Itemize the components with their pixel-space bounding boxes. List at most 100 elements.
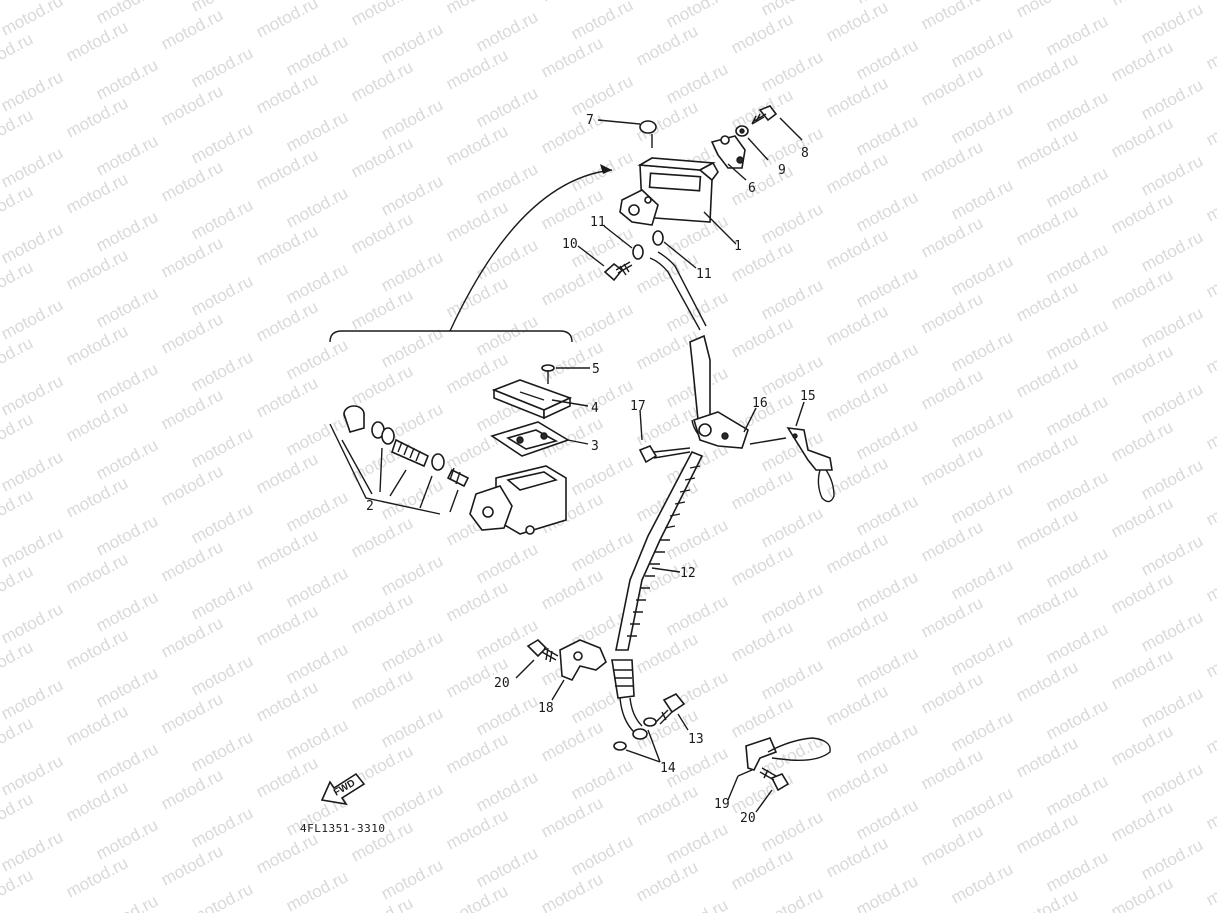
watermark-text: motod.ru (188, 651, 256, 699)
watermark-text: motod.ru (283, 183, 351, 231)
watermark-text: motod.ru (948, 783, 1016, 831)
watermark-text: motod.ru (1108, 341, 1176, 389)
watermark-text: motod.ru (538, 869, 606, 913)
watermark-text: motod.ru (283, 31, 351, 79)
screw-5 (541, 364, 555, 384)
watermark-text: motod.ru (1043, 391, 1111, 439)
watermark-text: motod.ru (948, 631, 1016, 679)
watermark-text: motod.ru (443, 805, 511, 853)
watermark-text: motod.ru (348, 209, 416, 257)
watermark-text: motod.ru (568, 527, 636, 575)
washer-14b (613, 741, 627, 751)
watermark-text: motod.ru (853, 35, 921, 83)
watermark-text: motod.ru (1138, 75, 1206, 123)
watermark-text: motod.ru (1043, 847, 1111, 895)
callout-4: 4 (591, 401, 599, 416)
watermark-text: motod.ru (283, 639, 351, 687)
callout-14: 14 (660, 761, 676, 776)
watermark-text: motod.ru (253, 753, 321, 801)
watermark-text: motod.ru (1043, 695, 1111, 743)
watermark-text: motod.ru (663, 591, 731, 639)
watermark-text: motod.ru (0, 295, 66, 343)
watermark-text: motod.ru (823, 529, 891, 577)
callout-5: 5 (592, 362, 600, 377)
watermark-text: motod.ru (758, 275, 826, 323)
watermark-text: motod.ru (1138, 759, 1206, 807)
watermark-text: motod.ru (1013, 581, 1081, 629)
watermark-text: motod.ru (283, 715, 351, 763)
watermark-text: motod.ru (1138, 151, 1206, 199)
watermark-text: motod.ru (253, 69, 321, 117)
watermark-text: motod.ru (348, 665, 416, 713)
diagram-code: 4FL1351-3310 (300, 822, 385, 835)
watermark-text: motod.ru (158, 157, 226, 205)
watermark-text: motod.ru (253, 449, 321, 497)
watermark-text: motod.ru (1138, 0, 1206, 48)
watermark-text: motod.ru (758, 807, 826, 855)
watermark-text: motod.ru (918, 593, 986, 641)
watermark-text: motod.ru (0, 523, 66, 571)
brake-hose-12 (611, 450, 704, 740)
watermark-text: motod.ru (1108, 417, 1176, 465)
watermark-text: motod.ru (823, 605, 891, 653)
watermark-text: motod.ru (63, 93, 131, 141)
watermark-text: motod.ru (473, 83, 541, 131)
watermark-text: motod.ru (633, 857, 701, 905)
watermark-text: motod.ru (853, 415, 921, 463)
watermark-text: motod.ru (538, 109, 606, 157)
watermark-text: motod.ru (473, 7, 541, 55)
clip-15 (749, 426, 835, 503)
watermark-text: motod.ru (948, 859, 1016, 907)
watermark-text: motod.ru (93, 359, 161, 407)
callout-18: 18 (538, 701, 554, 716)
callout-15: 15 (800, 389, 816, 404)
watermark-text: motod.ru (853, 719, 921, 767)
watermark-text: motod.ru (1108, 0, 1176, 10)
watermark-text: motod.ru (63, 853, 131, 901)
watermark-text: motod.ru (918, 517, 986, 565)
watermark-text: motod.ru (853, 795, 921, 843)
watermark-text: motod.ru (1013, 429, 1081, 477)
watermark-text: motod.ru (1108, 797, 1176, 845)
watermark-text: motod.ru (348, 285, 416, 333)
watermark-text: motod.ru (1013, 657, 1081, 705)
washer-14a (643, 717, 657, 727)
watermark-text: motod.ru (378, 19, 446, 67)
watermark-text: motod.ru (1043, 163, 1111, 211)
watermark-text: motod.ru (188, 727, 256, 775)
watermark-text: motod.ru (188, 271, 256, 319)
watermark-text: motod.ru (948, 99, 1016, 147)
watermark-text: motod.ru (758, 47, 826, 95)
watermark-text: motod.ru (283, 335, 351, 383)
watermark-text: motod.ru (823, 453, 891, 501)
union-bolt-10 (603, 261, 633, 282)
watermark-text: motod.ru (823, 757, 891, 805)
watermark-text: motod.ru (568, 451, 636, 499)
screw-7 (639, 120, 657, 148)
watermark-text: motod.ru (538, 793, 606, 841)
bolt-20b (759, 767, 790, 792)
watermark-text: motod.ru (568, 831, 636, 879)
watermark-text: motod.ru (348, 0, 416, 30)
watermark-text: motod.ru (1138, 303, 1206, 351)
watermark-text: motod.ru (1108, 873, 1176, 913)
callout-11a: 11 (590, 215, 606, 230)
watermark-text: motod.ru (918, 669, 986, 717)
watermark-text: motod.ru (283, 259, 351, 307)
callouts: 1 2 3 4 5 6 7 8 9 10 11 11 12 13 14 15 1… (366, 113, 816, 826)
watermark-text: motod.ru (443, 881, 511, 913)
watermark-text: motod.ru (823, 0, 891, 46)
watermark-text: motod.ru (758, 883, 826, 913)
watermark-text: motod.ru (188, 0, 256, 16)
watermark-text: motod.ru (1108, 493, 1176, 541)
watermark-text: motod.ru (1203, 25, 1217, 73)
watermark-text: motod.ru (823, 301, 891, 349)
washer-11b (652, 230, 664, 246)
watermark-text: motod.ru (253, 145, 321, 193)
watermark-text: motod.ru (758, 351, 826, 399)
bolt-20a (526, 638, 559, 663)
watermark-text: motod.ru (1203, 861, 1217, 909)
watermark-text: motod.ru (188, 879, 256, 913)
watermark-text: motod.ru (63, 701, 131, 749)
watermark-text: motod.ru (1108, 113, 1176, 161)
